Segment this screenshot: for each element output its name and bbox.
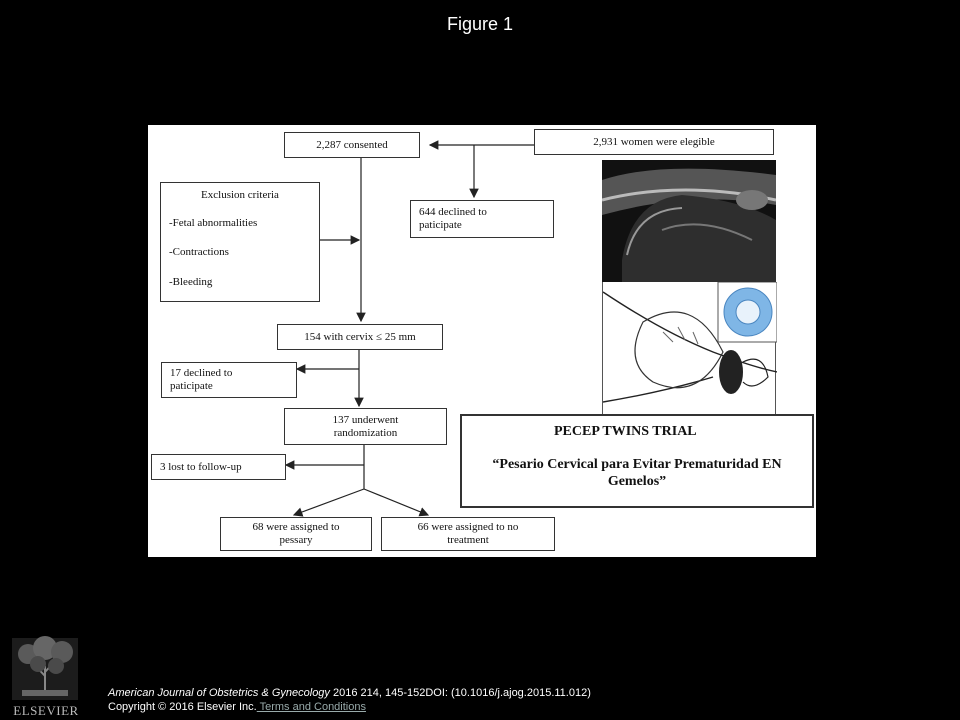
journal-name: American Journal of Obstetrics & Gynecol… [108, 687, 330, 699]
declined-644-box: 644 declined to paticipate [410, 200, 554, 238]
consented-box: 2,287 consented [284, 132, 420, 158]
lost-followup-box: 3 lost to follow-up [151, 454, 286, 480]
copyright-text: Copyright © 2016 Elsevier Inc. [108, 701, 257, 713]
figure-title: Figure 1 [446, 14, 514, 34]
trial-name-box: PECEP TWINS TRIAL “Pesario Cervical para… [460, 414, 814, 508]
cervix-box: 154 with cervix ≤ 25 mm [277, 324, 443, 350]
exclusion-item: -Bleeding [169, 276, 213, 288]
randomized-box: 137 underwent randomization [284, 408, 447, 445]
copyright-line: Copyright © 2016 Elsevier Inc. Terms and… [108, 700, 591, 714]
flow-arrows [284, 140, 534, 517]
elsevier-tree-logo [8, 636, 84, 716]
pessary-illustration [602, 281, 778, 414]
exclusion-item: -Contractions [169, 246, 229, 258]
exclusion-criteria-box: Exclusion criteria -Fetal abnormalities … [160, 182, 320, 302]
declined-17-box: 17 declined to paticipate [161, 362, 297, 398]
elsevier-wordmark: ELSEVIER [13, 703, 79, 718]
citation-block: American Journal of Obstetrics & Gynecol… [108, 686, 591, 714]
trial-title: PECEP TWINS TRIAL [554, 424, 697, 439]
citation-details: 2016 214, 145-152DOI: (10.1016/j.ajog.20… [329, 687, 591, 699]
eligible-box: 2,931 women were elegible [534, 129, 774, 155]
figure-panel: 2,287 consented 2,931 women were elegibl… [148, 125, 816, 557]
no-treatment-box: 66 were assigned to no treatment [381, 517, 555, 551]
pessary-box: 68 were assigned to pessary [220, 517, 372, 551]
exclusion-heading: Exclusion criteria [201, 189, 279, 201]
trial-subtitle: “Pesario Cervical para Evitar Prematurid… [492, 457, 782, 489]
citation-line: American Journal of Obstetrics & Gynecol… [108, 686, 591, 700]
exclusion-item: -Fetal abnormalities [169, 217, 258, 229]
ultrasound-image [602, 160, 776, 282]
terms-link[interactable]: Terms and Conditions [256, 701, 366, 713]
